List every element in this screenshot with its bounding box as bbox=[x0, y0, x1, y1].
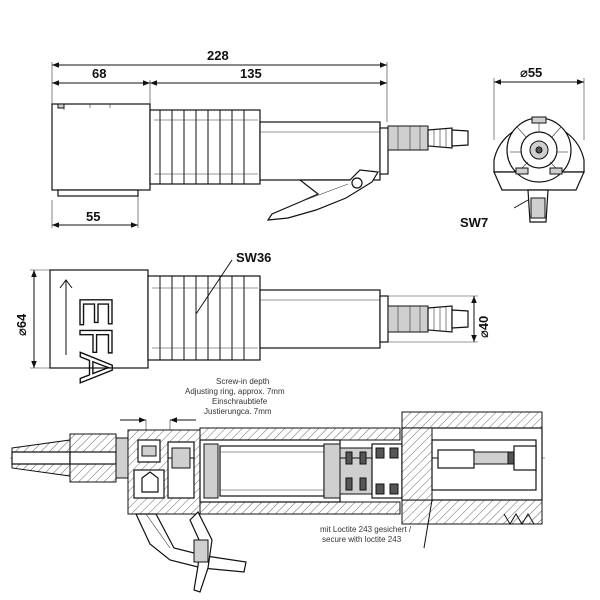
dim-side-diameter: ⌀64 bbox=[14, 313, 29, 336]
dim-head-bottom: 55 bbox=[86, 209, 100, 224]
top-view-middle: ⌀64 EFA SW36 bbox=[14, 250, 491, 384]
dim-overall-length: 228 bbox=[207, 48, 229, 63]
label-sw36: SW36 bbox=[236, 250, 271, 265]
dim-inlet-diameter: ⌀40 bbox=[476, 316, 491, 338]
dim-head-length: 68 bbox=[92, 66, 106, 81]
loctite-note: mit Loctite 243 gesichert / secure with … bbox=[320, 499, 433, 549]
end-view: ⌀55 SW7 bbox=[460, 65, 585, 230]
label-sw7: SW7 bbox=[460, 215, 488, 230]
note-screw-in-3: Einschraubtiefe bbox=[212, 397, 268, 406]
brand-mark: EFA bbox=[70, 296, 122, 383]
section-view-bottom bbox=[10, 411, 545, 593]
dim-body-length: 135 bbox=[240, 66, 262, 81]
grooved-body-top bbox=[149, 109, 261, 185]
note-loctite-2: secure with loctite 243 bbox=[322, 535, 402, 544]
note-loctite-1: mit Loctite 243 gesichert / bbox=[320, 525, 412, 534]
note-screw-in-2: Adjusting ring, approx. 7mm bbox=[185, 387, 285, 396]
side-view-top: 228 68 135 55 bbox=[51, 48, 469, 228]
note-screw-in-1: Screw-in depth bbox=[216, 377, 269, 386]
screw-in-note: Screw-in depth Adjusting ring, approx. 7… bbox=[120, 377, 285, 436]
note-screw-in-4: Justierungca. 7mm bbox=[204, 407, 272, 416]
dim-end-diameter: ⌀55 bbox=[520, 65, 542, 80]
